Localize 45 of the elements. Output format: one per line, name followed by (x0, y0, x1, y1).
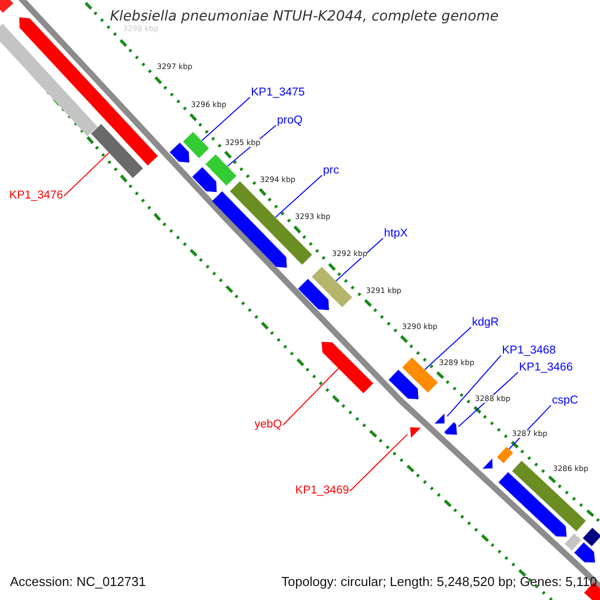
gene-feature (0, 24, 98, 136)
gene-label: KP1_3476 (9, 190, 63, 202)
gene-feature (206, 154, 236, 186)
leader-line (424, 326, 472, 370)
gene-feature (0, 0, 14, 13)
gene-feature (434, 414, 444, 424)
gene-label: cspC (552, 394, 578, 408)
gene-feature (482, 458, 492, 469)
gene-label: kdgR (472, 316, 499, 330)
gene-feature (212, 191, 287, 268)
leader-line (335, 238, 384, 282)
gene-label: KP1_3468 (502, 344, 556, 358)
gene-label: proQ (277, 114, 303, 128)
leader-line (64, 152, 110, 196)
leader-line (274, 174, 322, 218)
gene-label: prc (323, 164, 339, 178)
footer-text: Topology: circular; Length: 5,248,520 bp; Genes: 5,110 (281, 574, 597, 590)
gene-label: KP1_3475 (251, 86, 305, 100)
gene-feature (322, 342, 374, 394)
leader-line (201, 96, 250, 142)
gene-feature (170, 142, 190, 163)
gene-feature (388, 370, 418, 400)
gene-label: KP1_3466 (519, 362, 573, 374)
gene-feature (298, 278, 329, 310)
gene-label: KP1_3469 (295, 484, 349, 498)
gene-label: yebQ (254, 418, 282, 432)
title: Klebsiella pneumoniae NTUH-K2044, complete genome (110, 9, 499, 25)
gene-feature (582, 528, 600, 546)
gene-feature (574, 542, 596, 562)
gene-feature (496, 446, 514, 464)
gene-feature (512, 460, 586, 532)
leader-line (350, 434, 408, 492)
gene-feature (564, 534, 582, 550)
gene-feature (410, 427, 421, 438)
gene-feature (183, 132, 209, 158)
gene-feature (312, 266, 352, 308)
leader-line (446, 354, 502, 417)
gene-feature (91, 124, 143, 178)
gene-feature (498, 472, 567, 537)
footer-text: Accession: NC_012731 (10, 574, 146, 590)
gene-feature (444, 422, 457, 435)
leader-line (282, 368, 339, 426)
gene-label: htpX (384, 228, 408, 240)
gene-feature (192, 167, 217, 192)
gene-feature (402, 357, 438, 393)
